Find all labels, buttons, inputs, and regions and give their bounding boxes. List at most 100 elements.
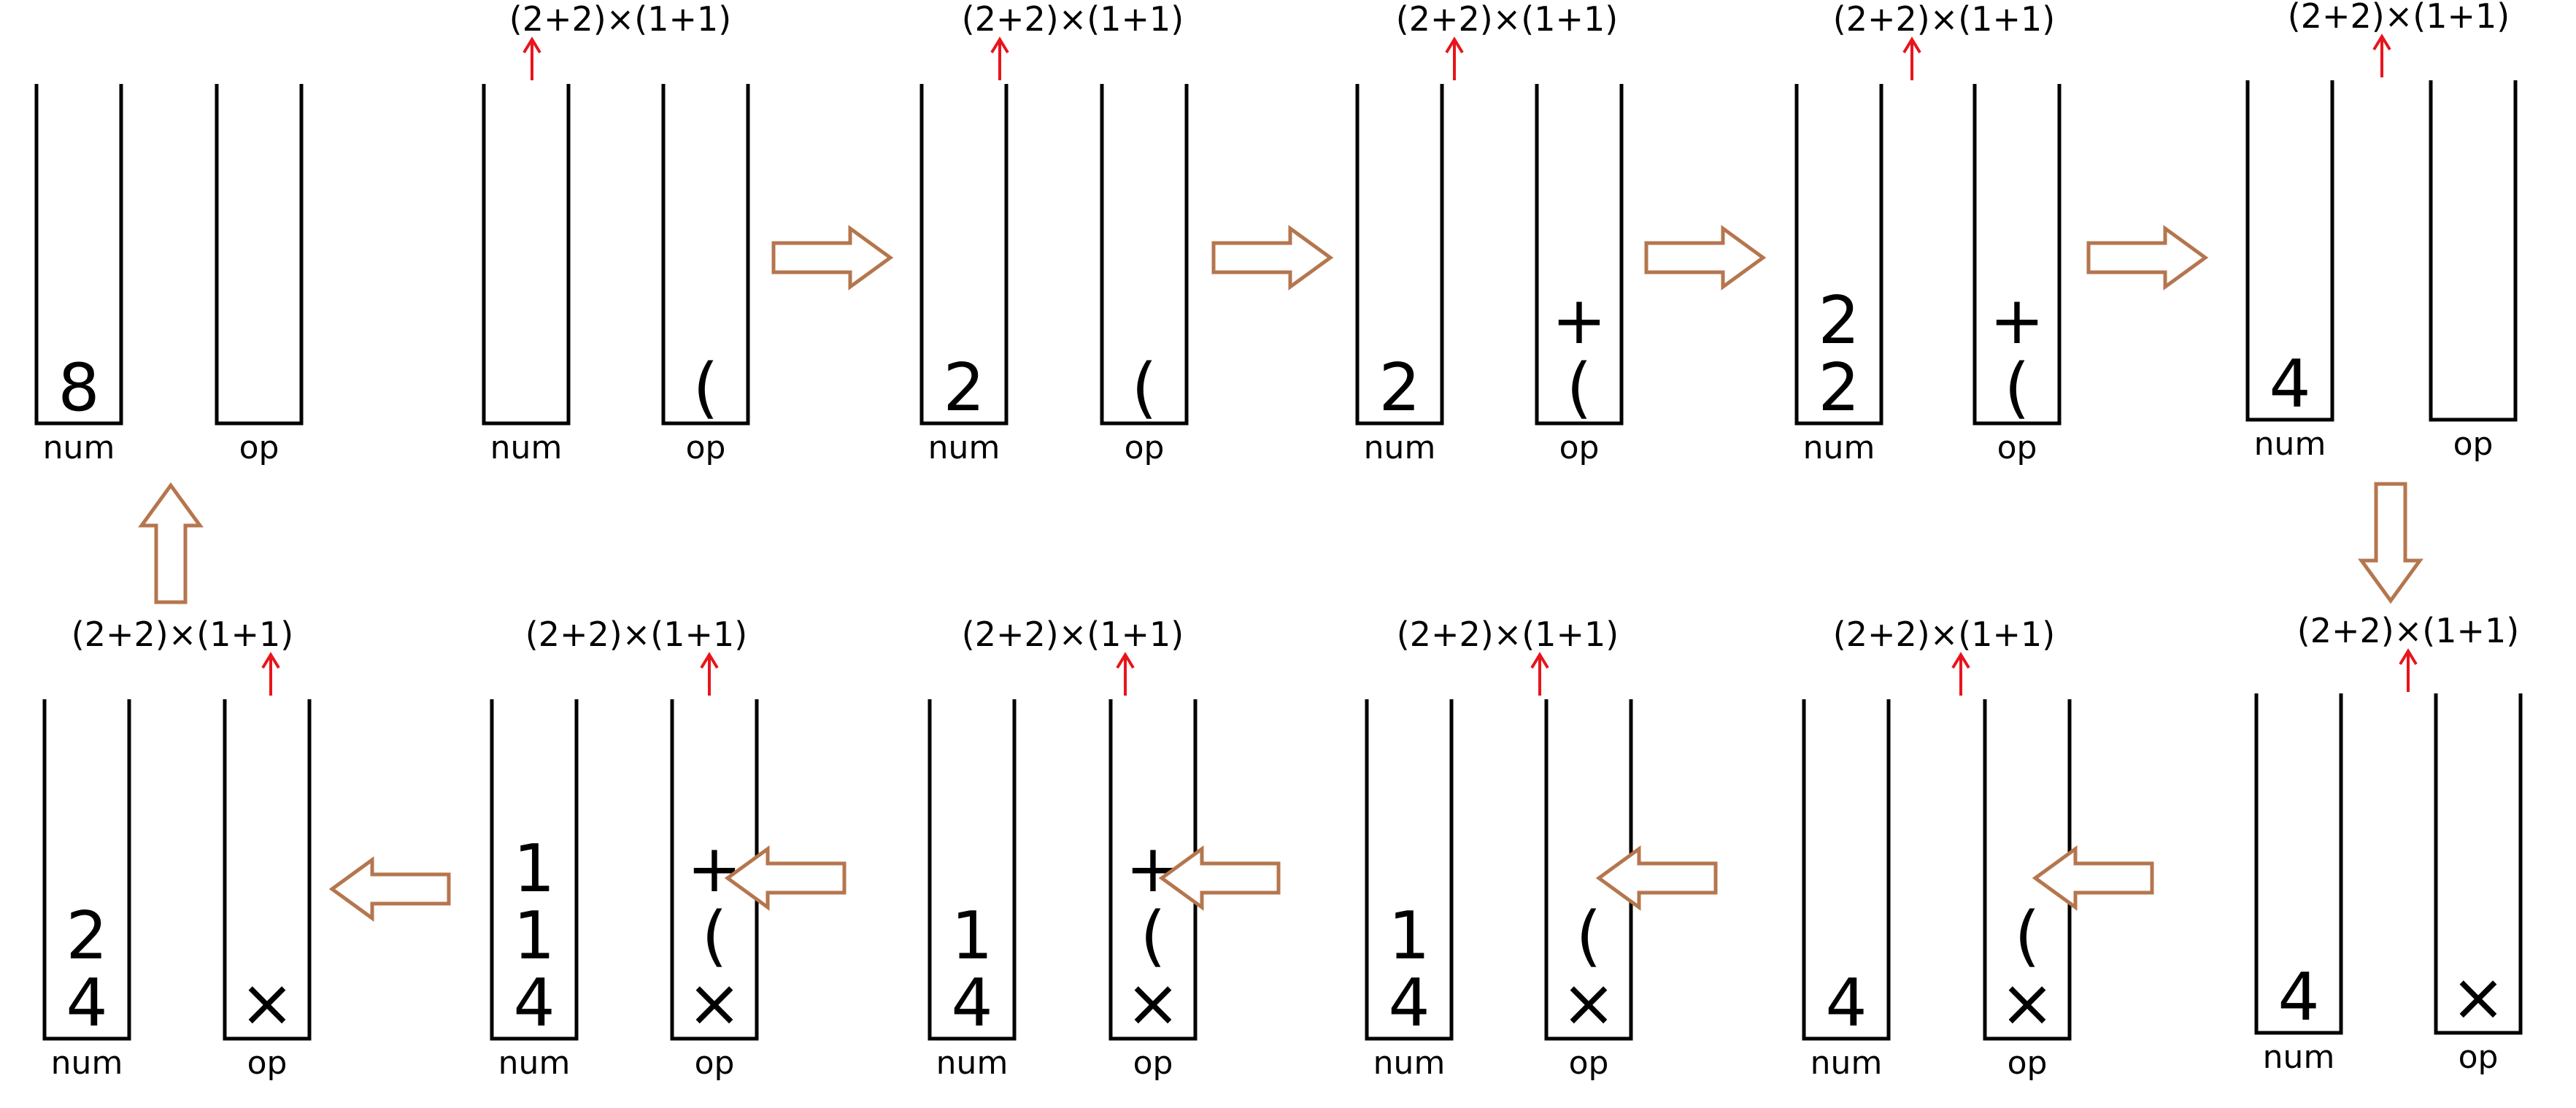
step-panel-8: (2+2)×(1+1) [1833, 615, 2055, 696]
expression-text: (2+2)×(1+1) [1396, 0, 1618, 39]
step-panel-12: (2+2)×(1+1) [72, 615, 293, 696]
expression-text: (2+2)×(1+1) [1397, 615, 1619, 654]
op-stack: ×(+op [1108, 699, 1198, 1082]
stack-item: 4 [1825, 965, 1867, 1042]
op-stack-outline [223, 699, 312, 1041]
op-stack-outline [1100, 84, 1189, 426]
num-stack: num [482, 84, 571, 466]
op-stack-outline [215, 84, 304, 426]
stack-item: × [2000, 965, 2054, 1042]
num-stack-outline [2245, 80, 2334, 422]
num-stack-label: num [1803, 429, 1875, 466]
op-stack: ×( op [1544, 699, 1633, 1082]
stack-item: ( [1576, 898, 1601, 974]
expression-text: (2+2)×(1+1) [2288, 0, 2510, 36]
step-panel-3: (2+2)×(1+1) [962, 0, 1184, 80]
expression-text: (2+2)×(1+1) [1833, 615, 2055, 654]
num-stack-label: num [936, 1044, 1009, 1082]
stack-item: 1 [951, 898, 992, 974]
stack-item: 1 [1388, 898, 1430, 974]
op-stack: (+op [1973, 84, 2062, 466]
current-char-pointer-icon [2399, 648, 2418, 692]
op-stack-label: op [2453, 426, 2494, 463]
stack-item: ( [1566, 350, 1592, 426]
current-char-pointer-icon [1445, 36, 1464, 80]
op-stack-label: op [1997, 429, 2037, 466]
op-stack: op [2429, 80, 2518, 463]
step-panel-2: (2+2)×(1+1) [509, 0, 731, 80]
stack-item: 2 [1378, 350, 1420, 426]
current-char-pointer-icon [990, 36, 1009, 80]
flow-arrow-left-icon [1595, 845, 1718, 911]
num-stack: 42 num [42, 699, 131, 1082]
stack-item: 2 [66, 898, 107, 974]
stack-item: ( [701, 898, 727, 974]
stack-item: 4 [1388, 965, 1430, 1042]
op-stack: (+ op [1535, 84, 1624, 466]
num-stack-outline [1365, 699, 1454, 1041]
flow-arrow-right-icon [2086, 225, 2209, 291]
stack-item: 4 [66, 965, 107, 1042]
op-stack-outline [1535, 84, 1624, 426]
stack-item: + [687, 831, 741, 907]
op-stack: ×(+op [670, 699, 759, 1082]
current-char-pointer-icon [1530, 652, 1549, 696]
op-stack-label: op [1569, 1044, 1609, 1082]
flow-arrow-left-icon [2032, 845, 2154, 911]
num-stack-outline [1794, 84, 1883, 426]
stack-item: 2 [943, 350, 984, 426]
stack-item: × [1561, 965, 1616, 1042]
current-char-pointer-icon [2372, 34, 2391, 77]
op-stack: ×(op [1983, 699, 2072, 1082]
num-stack-outline [482, 84, 571, 426]
num-stack-label: num [1373, 1044, 1446, 1082]
op-stack-label: op [1559, 429, 1600, 466]
op-stack-outline [661, 84, 750, 426]
stack-item: × [1125, 965, 1180, 1042]
num-stack-label: num [51, 1044, 123, 1082]
num-stack-outline [2254, 693, 2343, 1035]
flow-arrow-right-icon [1644, 225, 1767, 291]
stack-item: 2 [1818, 350, 1859, 426]
stack-item: 1 [513, 898, 555, 974]
flow-arrow-down-icon [2358, 482, 2423, 604]
num-stack-label: num [2263, 1039, 2335, 1076]
step-panel-6: (2+2)×(1+1) [2288, 0, 2510, 77]
op-stack-label: op [247, 1044, 288, 1082]
op-stack-label: op [1125, 429, 1165, 466]
stack-item: × [239, 965, 294, 1042]
current-char-pointer-icon [1951, 652, 1970, 696]
op-stack-outline [2429, 80, 2518, 422]
op-stack-label: op [1133, 1044, 1173, 1082]
op-stack-outline [2434, 693, 2523, 1035]
stack-item: × [687, 965, 741, 1042]
expression-text: (2+2)×(1+1) [2297, 611, 2519, 650]
flow-arrow-right-icon [771, 225, 894, 291]
num-stack-outline [919, 84, 1009, 426]
current-char-pointer-icon [1902, 36, 1921, 80]
flow-arrow-up-icon [138, 482, 204, 604]
current-char-pointer-icon [261, 652, 280, 696]
expression-text: (2+2)×(1+1) [72, 615, 293, 654]
num-stack-outline [1802, 699, 1891, 1041]
op-stack-outline [1973, 84, 2062, 426]
step-panel-5: (2+2)×(1+1) [1833, 0, 2055, 80]
op-stack: op [215, 84, 304, 466]
stack-item: 8 [58, 350, 99, 426]
num-stack-outline [34, 84, 123, 426]
stack-item: + [1551, 282, 1606, 359]
num-stack-label: num [490, 429, 563, 466]
stack-item: ( [2004, 350, 2029, 426]
expression-text: (2+2)×(1+1) [962, 615, 1184, 654]
step-panel-10: (2+2)×(1+1) [962, 615, 1184, 696]
stack-item: ( [2014, 898, 2040, 974]
flow-arrow-left-icon [1158, 845, 1281, 911]
